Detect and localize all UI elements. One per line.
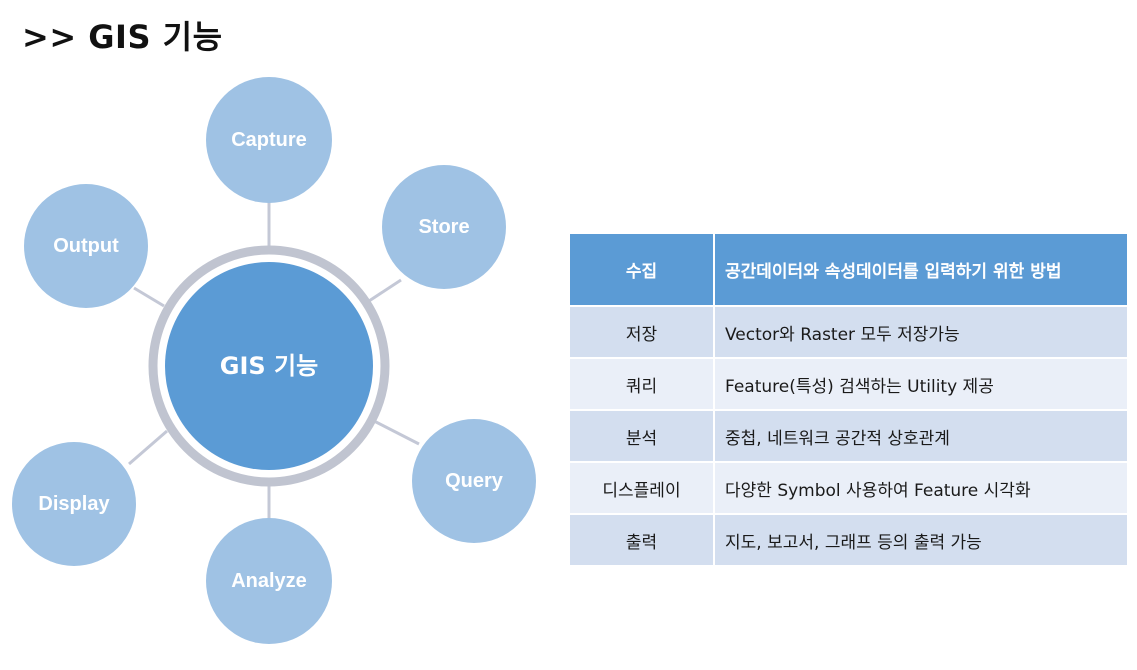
node-query: Query [412,419,536,543]
table-header-desc: 공간데이터와 속성데이터를 입력하기 위한 방법 [713,232,1129,307]
node-capture: Capture [206,77,332,203]
connector-display [128,429,168,466]
node-store: Store [382,165,506,289]
node-analyze-circle [206,518,332,644]
table-header-row: 수집 공간데이터와 속성데이터를 입력하기 위한 방법 [568,232,1129,307]
connectors [128,199,420,519]
table-row: 분석 중첩, 네트워크 공간적 상호관계 [568,409,1129,463]
table-header-term: 수집 [568,232,715,307]
gis-function-diagram: GIS 기능 Capture Store Query Analyze Displ… [12,77,536,644]
table-cell-term: 분석 [568,409,715,463]
table-cell-term: 디스플레이 [568,461,715,515]
table-cell-desc: Feature(특성) 검색하는 Utility 제공 [713,357,1129,411]
node-display: Display [12,442,136,566]
connector-store [368,278,402,303]
table-row: 디스플레이 다양한 Symbol 사용하여 Feature 시각화 [568,461,1129,515]
page-title: >> GIS 기능 [22,18,223,56]
table-row: 저장 Vector와 Raster 모두 저장가능 [568,305,1129,359]
table-cell-desc: 다양한 Symbol 사용하여 Feature 시각화 [713,461,1129,515]
table-cell-term: 쿼리 [568,357,715,411]
node-output: Output [24,184,148,308]
node-analyze: Analyze [206,518,332,644]
node-store-circle [382,165,506,289]
table-cell-desc: Vector와 Raster 모두 저장가능 [713,305,1129,359]
table-cell-desc: 지도, 보고서, 그래프 등의 출력 가능 [713,513,1129,567]
table-cell-desc: 중첩, 네트워크 공간적 상호관계 [713,409,1129,463]
table-cell-term: 출력 [568,513,715,567]
hub-label: GIS 기능 [220,352,318,380]
node-output-circle [24,184,148,308]
node-store-label: Store [418,216,469,238]
table-cell-term: 저장 [568,305,715,359]
gis-function-table: 수집 공간데이터와 속성데이터를 입력하기 위한 방법 저장 Vector와 R… [568,232,1129,567]
node-display-label: Display [38,493,110,515]
table-row: 출력 지도, 보고서, 그래프 등의 출력 가능 [568,513,1129,567]
node-query-label: Query [445,470,504,492]
hub-circle [165,262,373,470]
table-row: 쿼리 Feature(특성) 검색하는 Utility 제공 [568,357,1129,411]
node-capture-circle [206,77,332,203]
node-output-label: Output [53,235,119,257]
node-display-circle [12,442,136,566]
connector-query [373,419,420,446]
connector-output [133,286,165,308]
node-query-circle [412,419,536,543]
node-analyze-label: Analyze [231,570,307,592]
node-capture-label: Capture [231,129,307,151]
